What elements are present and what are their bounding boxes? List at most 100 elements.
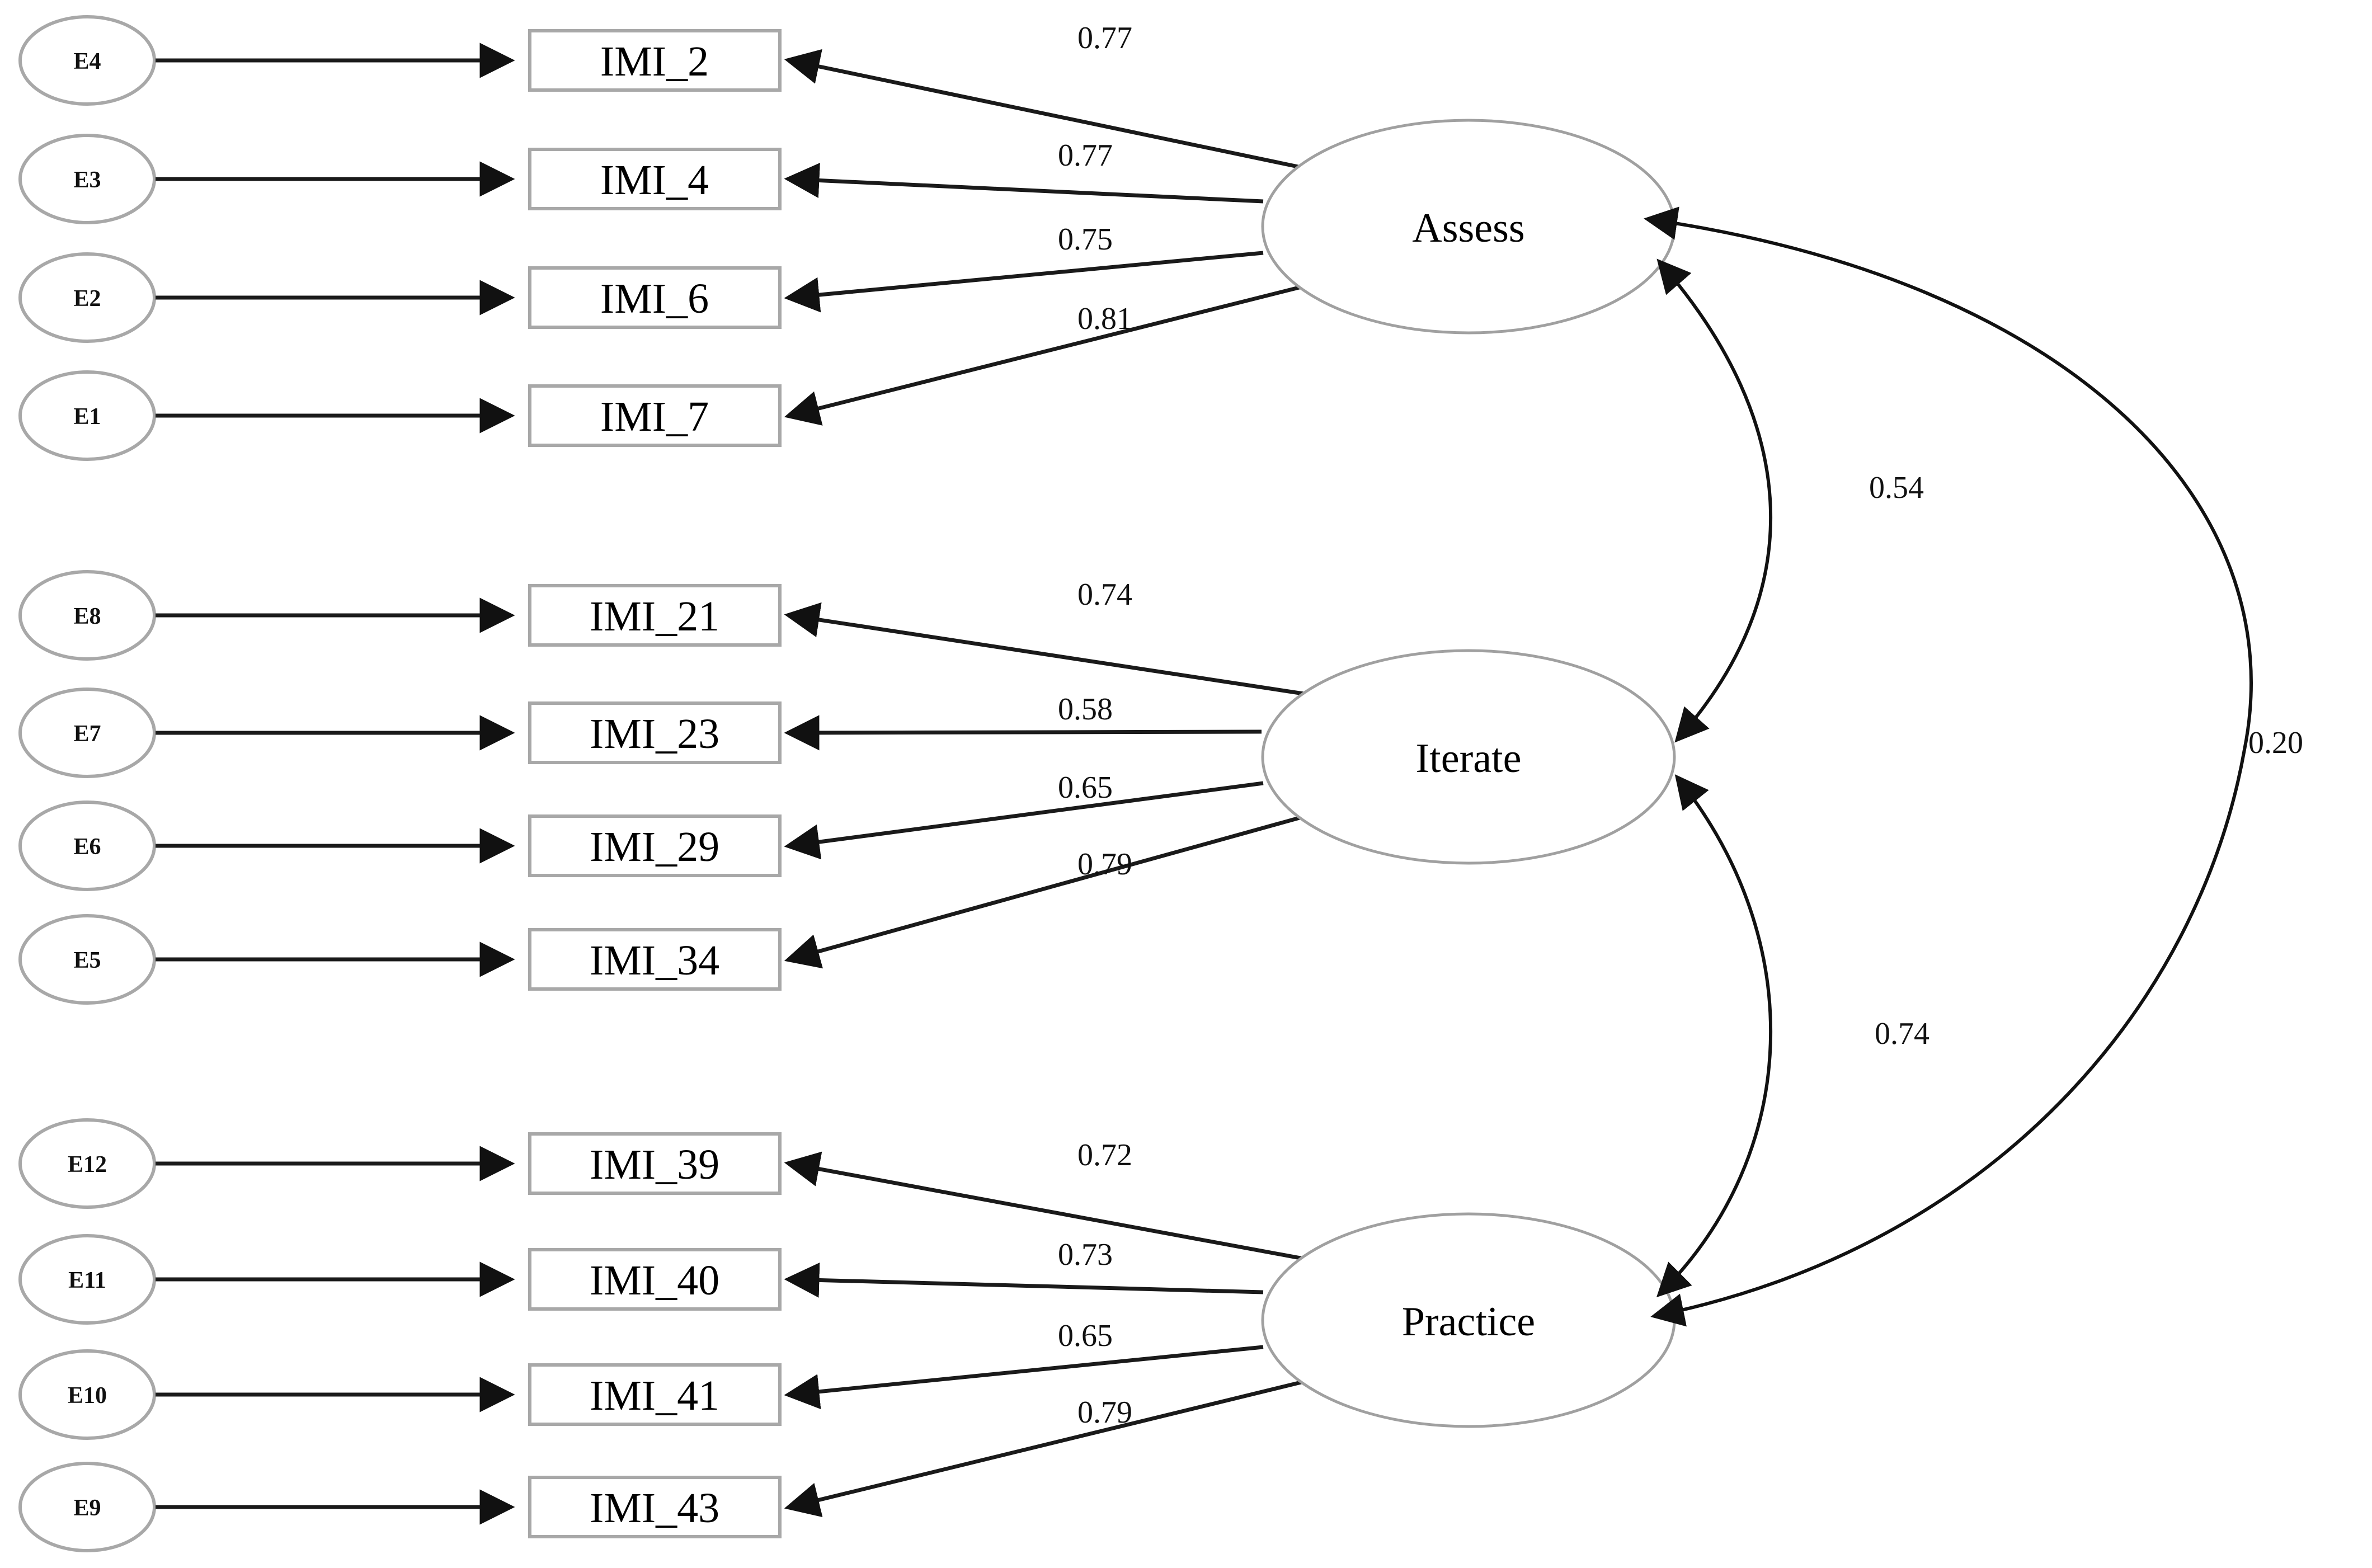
indicator-label: IMI_6 bbox=[600, 275, 709, 322]
error-node-e8[interactable]: E8 bbox=[18, 570, 156, 661]
error-label: E8 bbox=[73, 604, 101, 629]
indicator-label: IMI_41 bbox=[590, 1372, 719, 1419]
loading-arrow-practice-imi43 bbox=[784, 1379, 1304, 1518]
indicator-label: IMI_23 bbox=[590, 710, 719, 757]
error-node-e5[interactable]: E5 bbox=[18, 914, 156, 1005]
loading-value: 0.75 bbox=[1058, 222, 1113, 257]
error-ellipse bbox=[18, 914, 156, 1005]
indicator-node-imi40[interactable]: IMI_40 bbox=[528, 1248, 782, 1311]
error-label: E1 bbox=[73, 404, 101, 430]
error-ellipse bbox=[18, 688, 156, 778]
loading-arrow-iterate-imi21 bbox=[784, 602, 1304, 696]
error-ellipse bbox=[18, 252, 156, 343]
indicator-box bbox=[528, 1363, 782, 1426]
indicator-box bbox=[528, 928, 782, 991]
covariance-value-assess-practice: 0.20 bbox=[2248, 726, 2303, 760]
error-node-e7[interactable]: E7 bbox=[18, 688, 156, 778]
error-ellipse bbox=[18, 1118, 156, 1209]
error-node-e6[interactable]: E6 bbox=[18, 801, 156, 891]
loading-value: 0.81 bbox=[1077, 302, 1132, 336]
error-node-e4[interactable]: E4 bbox=[18, 15, 156, 106]
loading-arrow-practice-imi39 bbox=[784, 1151, 1304, 1261]
indicator-box bbox=[528, 1476, 782, 1538]
indicator-label: IMI_7 bbox=[600, 393, 709, 440]
error-label: E3 bbox=[73, 167, 101, 193]
error-label: E10 bbox=[68, 1383, 107, 1409]
indicator-label: IMI_43 bbox=[590, 1485, 719, 1532]
error-ellipse bbox=[18, 570, 156, 661]
latent-node-assess[interactable]: Assess bbox=[1261, 119, 1676, 335]
indicator-node-imi29[interactable]: IMI_29 bbox=[528, 814, 782, 877]
indicator-box bbox=[528, 148, 782, 210]
indicator-box bbox=[528, 384, 782, 447]
error-label: E9 bbox=[73, 1495, 101, 1521]
loading-arrow-iterate-imi34 bbox=[784, 814, 1304, 969]
loading-arrow-assess-imi2 bbox=[784, 49, 1304, 170]
indicator-box bbox=[528, 1248, 782, 1311]
covariance-value-iterate-practice: 0.74 bbox=[1875, 1016, 1929, 1051]
indicator-box bbox=[528, 701, 782, 764]
indicator-label: IMI_21 bbox=[590, 593, 719, 640]
error-label: E11 bbox=[68, 1268, 106, 1293]
error-node-e3[interactable]: E3 bbox=[18, 134, 156, 224]
error-label: E2 bbox=[73, 286, 101, 312]
indicator-label: IMI_34 bbox=[590, 937, 719, 984]
indicator-box bbox=[528, 1132, 782, 1195]
error-node-e11[interactable]: E11 bbox=[18, 1234, 156, 1325]
loading-value: 0.73 bbox=[1058, 1237, 1113, 1272]
indicator-box bbox=[528, 29, 782, 92]
error-label: E5 bbox=[73, 948, 101, 973]
error-node-e2[interactable]: E2 bbox=[18, 252, 156, 343]
loading-arrow-practice-imi41 bbox=[784, 1345, 1264, 1410]
loading-arrow-assess-imi6 bbox=[784, 251, 1264, 313]
indicator-node-imi34[interactable]: IMI_34 bbox=[528, 928, 782, 991]
indicator-node-imi21[interactable]: IMI_21 bbox=[528, 584, 782, 647]
indicator-label: IMI_2 bbox=[600, 38, 709, 85]
error-label: E12 bbox=[68, 1152, 107, 1178]
indicator-node-imi2[interactable]: IMI_2 bbox=[528, 29, 782, 92]
error-node-e1[interactable]: E1 bbox=[18, 370, 156, 461]
error-ellipse bbox=[18, 370, 156, 461]
indicator-node-imi39[interactable]: IMI_39 bbox=[528, 1132, 782, 1195]
error-label: E4 bbox=[73, 49, 101, 74]
indicator-node-imi4[interactable]: IMI_4 bbox=[528, 148, 782, 210]
loading-value: 0.65 bbox=[1058, 1319, 1113, 1353]
error-ellipse bbox=[18, 1462, 156, 1552]
loading-arrow-assess-imi7 bbox=[784, 284, 1304, 426]
loading-value: 0.58 bbox=[1058, 692, 1113, 727]
indicator-node-imi6[interactable]: IMI_6 bbox=[528, 266, 782, 329]
error-node-e12[interactable]: E12 bbox=[18, 1118, 156, 1209]
error-ellipse bbox=[18, 1349, 156, 1440]
loading-value: 0.79 bbox=[1077, 847, 1132, 882]
indicator-box bbox=[528, 584, 782, 647]
loading-value: 0.77 bbox=[1077, 21, 1132, 55]
latent-node-practice[interactable]: Practice bbox=[1261, 1212, 1676, 1428]
loading-arrow-iterate-imi23 bbox=[784, 715, 1262, 751]
error-ellipse bbox=[18, 1234, 156, 1325]
indicator-node-imi23[interactable]: IMI_23 bbox=[528, 701, 782, 764]
loading-arrow-iterate-imi29 bbox=[784, 781, 1264, 860]
indicator-node-imi41[interactable]: IMI_41 bbox=[528, 1363, 782, 1426]
latent-label: Iterate bbox=[1416, 736, 1522, 781]
latent-label: Assess bbox=[1412, 205, 1524, 251]
loading-value: 0.65 bbox=[1058, 770, 1113, 805]
error-ellipse bbox=[18, 15, 156, 106]
loading-arrow-practice-imi40 bbox=[784, 1262, 1264, 1298]
loading-value: 0.79 bbox=[1077, 1395, 1132, 1430]
indicator-node-imi43[interactable]: IMI_43 bbox=[528, 1476, 782, 1538]
covariance-arc-assess-iterate bbox=[1656, 258, 1773, 743]
indicator-node-imi7[interactable]: IMI_7 bbox=[528, 384, 782, 447]
latent-node-iterate[interactable]: Iterate bbox=[1261, 649, 1676, 865]
error-label: E7 bbox=[73, 721, 101, 747]
covariance-arc-iterate-practice bbox=[1656, 774, 1773, 1298]
indicator-label: IMI_40 bbox=[590, 1257, 719, 1304]
error-label: E6 bbox=[73, 834, 101, 860]
error-node-e9[interactable]: E9 bbox=[18, 1462, 156, 1552]
error-ellipse bbox=[18, 801, 156, 891]
error-node-e10[interactable]: E10 bbox=[18, 1349, 156, 1440]
indicator-label: IMI_29 bbox=[590, 823, 719, 870]
indicator-label: IMI_4 bbox=[600, 157, 709, 204]
covariance-value-assess-iterate: 0.54 bbox=[1869, 470, 1924, 505]
